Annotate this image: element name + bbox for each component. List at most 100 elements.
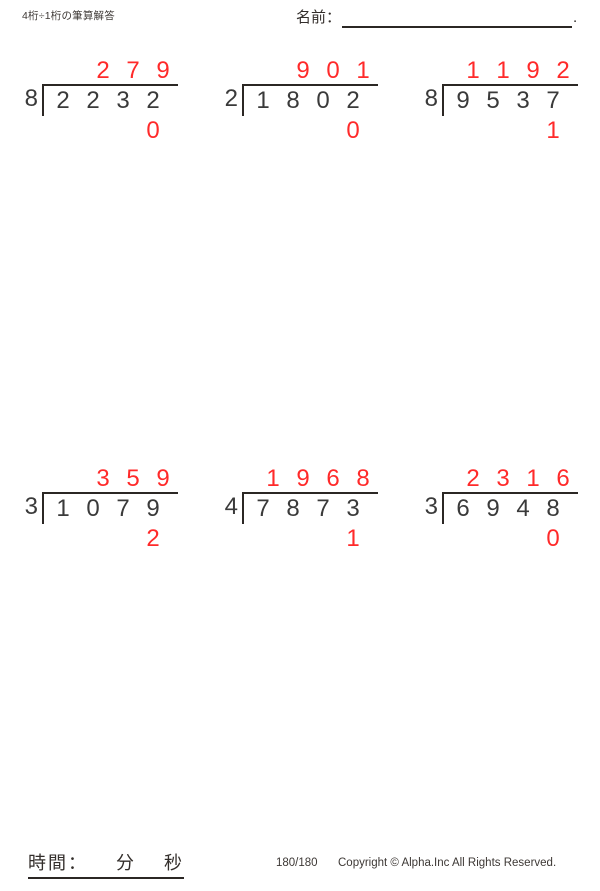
divisor: 2 — [224, 85, 238, 112]
division-bracket: 1 8 0 2 — [242, 84, 378, 116]
divisor: 3 — [424, 493, 438, 520]
remainder: 1 — [442, 116, 578, 146]
remainder: 0 — [42, 116, 178, 146]
quotient-digit: 2 — [466, 465, 480, 492]
long-division-problem-1: 8 2 7 9 2 2 3 2 — [22, 56, 178, 146]
quotient-digit: 2 — [556, 57, 570, 84]
quotient-digit: 9 — [156, 465, 170, 492]
quotient: 2 7 9 — [42, 56, 178, 84]
problem-cell-2: 2 9 0 1 1 8 0 2 — [200, 56, 400, 146]
quotient-digit: 3 — [496, 465, 510, 492]
long-division-problem-2: 2 9 0 1 1 8 0 2 — [222, 56, 378, 146]
dividend-digit: 2 — [86, 87, 100, 114]
quotient: 3 5 9 — [42, 464, 178, 492]
quotient-digit: 5 — [126, 465, 140, 492]
division-bracket: 7 8 7 3 — [242, 492, 378, 524]
remainder: 0 — [442, 524, 578, 554]
dividend-digit: 7 — [546, 87, 560, 114]
problem-cell-1: 8 2 7 9 2 2 3 2 — [0, 56, 200, 146]
divisor: 3 — [24, 493, 38, 520]
long-division-problem-3: 8 1 1 9 2 9 5 3 7 — [422, 56, 578, 146]
problem-cell-4: 3 3 5 9 1 0 7 9 — [0, 464, 200, 554]
footer: 時間： 分 秒 180/180 Copyright © Alpha.Inc Al… — [0, 847, 600, 891]
quotient: 1 9 6 8 — [242, 464, 378, 492]
long-division-problem-6: 3 2 3 1 6 6 9 4 8 — [422, 464, 578, 554]
dividend-digit: 5 — [486, 87, 500, 114]
quotient: 2 3 1 6 — [442, 464, 578, 492]
dividend-digit: 7 — [116, 495, 130, 522]
divisor: 4 — [224, 493, 238, 520]
quotient-digit: 1 — [496, 57, 510, 84]
quotient-digit: 1 — [266, 465, 280, 492]
quotient: 1 1 9 2 — [442, 56, 578, 84]
dividend-digit: 2 — [346, 87, 360, 114]
long-division-problem-5: 4 1 9 6 8 7 8 7 3 — [222, 464, 378, 554]
name-label: 名前： — [296, 9, 342, 26]
remainder: 1 — [242, 524, 378, 554]
quotient-digit: 7 — [126, 57, 140, 84]
division-work: 2 3 1 6 6 9 4 8 0 — [442, 464, 578, 554]
name-trailing-mark: . — [573, 9, 578, 26]
division-bracket: 1 0 7 9 — [42, 492, 178, 524]
dividend-digit: 8 — [286, 495, 300, 522]
remainder-digit: 0 — [546, 525, 560, 552]
dividend-digit: 4 — [516, 495, 530, 522]
dividend-digit: 3 — [116, 87, 130, 114]
divisor: 8 — [24, 85, 38, 112]
copyright-notice: Copyright © Alpha.Inc All Rights Reserve… — [338, 857, 557, 869]
dividend-digit: 8 — [286, 87, 300, 114]
dividend-digit: 9 — [486, 495, 500, 522]
division-work: 1 1 9 2 9 5 3 7 1 — [442, 56, 578, 146]
quotient-digit: 6 — [556, 465, 570, 492]
long-division-problem-4: 3 3 5 9 1 0 7 9 — [22, 464, 178, 554]
quotient-digit: 1 — [466, 57, 480, 84]
dividend-digit: 2 — [56, 87, 70, 114]
dividend-digit: 1 — [56, 495, 70, 522]
division-bracket: 9 5 3 7 — [442, 84, 578, 116]
quotient-digit: 9 — [526, 57, 540, 84]
problem-grid: 8 2 7 9 2 2 3 2 — [0, 56, 600, 554]
remainder-digit: 1 — [346, 525, 360, 552]
division-work: 3 5 9 1 0 7 9 2 — [42, 464, 178, 554]
dividend-digit: 1 — [256, 87, 270, 114]
quotient-digit: 9 — [156, 57, 170, 84]
dividend-digit: 9 — [456, 87, 470, 114]
page-title: 4桁÷1桁の筆算解答 — [22, 10, 115, 22]
problem-cell-3: 8 1 1 9 2 9 5 3 7 — [400, 56, 600, 146]
time-field[interactable]: 時間： 分 秒 — [28, 849, 185, 879]
quotient-digit: 8 — [356, 465, 370, 492]
dividend-digit: 7 — [316, 495, 330, 522]
quotient-digit: 9 — [296, 465, 310, 492]
dividend-digit: 9 — [146, 495, 160, 522]
dividend: 1 8 0 2 — [248, 86, 368, 116]
problem-cell-5: 4 1 9 6 8 7 8 7 3 — [200, 464, 400, 554]
quotient-digit: 2 — [96, 57, 110, 84]
name-field-group: 名前： . — [296, 6, 577, 28]
problem-cell-6: 3 2 3 1 6 6 9 4 8 — [400, 464, 600, 554]
remainder: 2 — [42, 524, 178, 554]
division-bracket: 6 9 4 8 — [442, 492, 578, 524]
quotient-digit: 1 — [526, 465, 540, 492]
remainder-digit: 0 — [146, 117, 160, 144]
dividend-digit: 2 — [146, 87, 160, 114]
quotient: 9 0 1 — [242, 56, 378, 84]
division-work: 2 7 9 2 2 3 2 0 — [42, 56, 178, 146]
division-work: 1 9 6 8 7 8 7 3 1 — [242, 464, 378, 554]
remainder: 0 — [242, 116, 378, 146]
dividend-digit: 8 — [546, 495, 560, 522]
dividend: 2 2 3 2 — [48, 86, 168, 116]
dividend: 9 5 3 7 — [448, 86, 568, 116]
remainder-digit: 2 — [146, 525, 160, 552]
quotient-digit: 0 — [326, 57, 340, 84]
quotient-digit: 9 — [296, 57, 310, 84]
quotient-digit: 6 — [326, 465, 340, 492]
quotient-digit: 1 — [356, 57, 370, 84]
dividend-digit: 0 — [316, 87, 330, 114]
name-input-line[interactable] — [342, 6, 573, 28]
dividend-digit: 3 — [346, 495, 360, 522]
dividend: 1 0 7 9 — [48, 494, 168, 524]
dividend-digit: 7 — [256, 495, 270, 522]
division-work: 9 0 1 1 8 0 2 0 — [242, 56, 378, 146]
problem-row: 3 3 5 9 1 0 7 9 — [0, 464, 600, 554]
division-bracket: 2 2 3 2 — [42, 84, 178, 116]
